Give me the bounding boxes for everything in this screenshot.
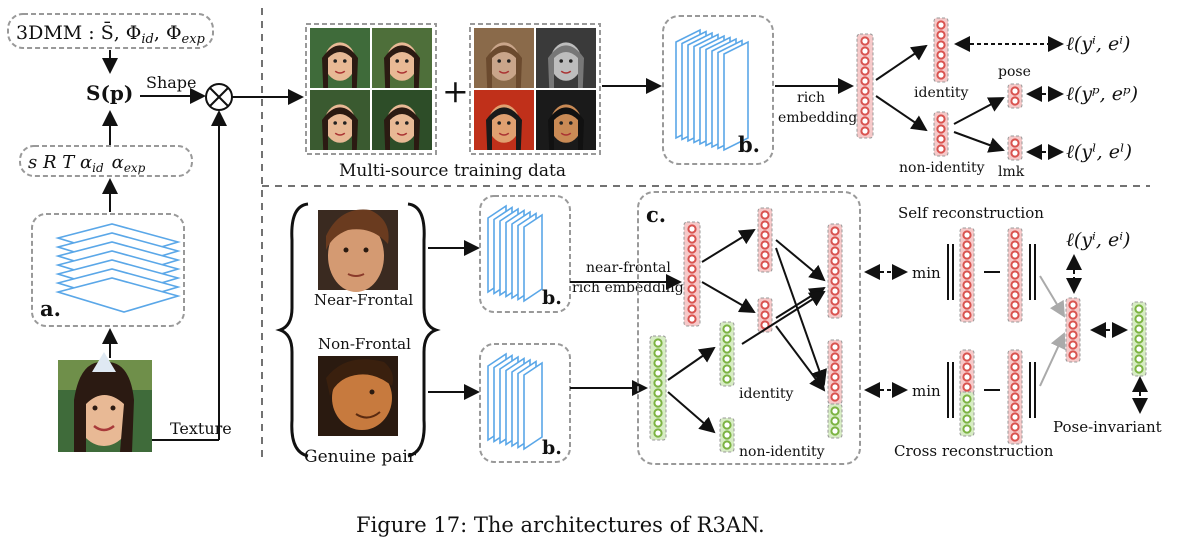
- texture-label: Texture: [170, 419, 232, 438]
- synthesized-face-grid: [310, 28, 432, 150]
- arrow-nonf-to-nonid: [667, 391, 716, 434]
- plus-sign: +: [442, 72, 469, 110]
- arrow-embed-to-nonidentity: [875, 95, 928, 132]
- synth-faces-box: [305, 23, 437, 155]
- figure-caption: Figure 17: The architectures of R3AN.: [356, 513, 765, 537]
- rich-label: rich: [797, 90, 825, 106]
- rich-embedding-label-bottom: rich embedding: [572, 280, 684, 296]
- nonidentity-label-top: non-identity: [899, 160, 985, 176]
- nonidentity-label-bottom: non-identity: [739, 444, 825, 460]
- pose-label: pose: [998, 64, 1031, 80]
- arrow-nonf-to-id: [667, 346, 716, 381]
- identity-label-bottom: identity: [739, 386, 793, 402]
- near-frontal-identity-vector: [757, 207, 773, 273]
- self-norm-vector-b: [1007, 227, 1023, 323]
- near-frontal-label: Near-Frontal: [314, 291, 413, 309]
- combine-operator-icon: [205, 83, 233, 111]
- non-frontal-face-photo: [318, 356, 398, 436]
- near-frontal-nonidentity-vector: [757, 297, 773, 333]
- arrow-greenid-to-self: [741, 290, 826, 345]
- identity-loss-bottom: ℓ(yⁱ, eⁱ): [1066, 229, 1130, 251]
- real-face-grid: [474, 28, 596, 150]
- shape-equation: S(p): [86, 81, 133, 105]
- arrow-nf-to-id: [701, 228, 756, 263]
- real-faces-box: [469, 23, 601, 155]
- near-frontal-embed-label: near-frontal: [586, 260, 671, 276]
- net-b-top-tag: b.: [738, 132, 760, 157]
- lmk-label: lmk: [998, 164, 1025, 180]
- training-data-label: Multi-source training data: [339, 161, 566, 181]
- genuine-pair-label: Genuine pair: [304, 447, 417, 467]
- rich-embedding-vector: [856, 33, 874, 139]
- cross-norm-bars: [947, 362, 1036, 418]
- identity-loss-top: ℓ(yⁱ, eⁱ): [1066, 33, 1130, 55]
- pose-invariant-vector-red: [1065, 297, 1081, 363]
- right-brace: [407, 202, 441, 458]
- left-brace: [275, 202, 309, 458]
- arrow-redid-to-self: [775, 239, 826, 282]
- arrow-self-to-posinv: [1039, 275, 1066, 318]
- net-a-tag: a.: [40, 296, 61, 321]
- non-frontal-nonidentity-vector: [719, 417, 735, 453]
- non-frontal-identity-vector: [719, 321, 735, 387]
- self-norm-vector-a: [959, 227, 975, 323]
- min-label-cross: min: [912, 382, 941, 400]
- non-frontal-label: Non-Frontal: [318, 335, 411, 353]
- shape-label: Shape: [146, 73, 197, 92]
- self-reconstruction-label: Self reconstruction: [898, 204, 1044, 222]
- net-a-box: [31, 213, 185, 327]
- arrow-nonid-to-lmk: [953, 131, 1005, 153]
- 3dmm-box: [7, 13, 214, 49]
- self-norm-bars: [947, 244, 1036, 300]
- net-a-layers: [55, 223, 181, 313]
- net-b-lower-layers: [487, 352, 543, 451]
- near-frontal-embedding-vector: [683, 221, 701, 327]
- cross-norm-vector-a: [959, 349, 975, 437]
- embedding-label: embedding: [778, 110, 857, 126]
- net-b-lower-tag: b.: [542, 437, 562, 459]
- identity-label-top: identity: [914, 85, 968, 101]
- lmk-loss: ℓ(yˡ, eˡ): [1066, 141, 1132, 163]
- net-b-upper-layers: [487, 204, 543, 303]
- cross-reconstruction-output: [827, 339, 843, 439]
- params-box: [19, 145, 193, 177]
- nonidentity-vector-top: [933, 111, 949, 157]
- self-reconstruction-output: [827, 223, 843, 319]
- pose-vector: [1007, 83, 1023, 109]
- cross-norm-vector-b: [1007, 349, 1023, 445]
- pose-invariant-label: Pose-invariant: [1053, 418, 1162, 436]
- arrow-rednonid-to-cross: [775, 325, 826, 392]
- min-label-self: min: [912, 264, 941, 282]
- arrow-nonid-to-pose: [953, 97, 1005, 125]
- input-face-photo: [58, 352, 152, 452]
- net-b-upper-tag: b.: [542, 287, 562, 309]
- net-b-top-box: [662, 15, 774, 165]
- non-frontal-embedding-vector: [649, 335, 667, 441]
- pose-invariant-vector-green: [1131, 301, 1147, 377]
- net-b-top-layers: [675, 28, 749, 152]
- pose-loss: ℓ(yᵖ, eᵖ): [1066, 83, 1138, 105]
- arrow-nf-to-nonid: [701, 281, 756, 313]
- block-c-tag: c.: [646, 202, 666, 227]
- arrow-cross-to-posinv: [1039, 332, 1066, 387]
- 3dmm-equation: 3DMM : S̄, Φid, Φexp: [16, 21, 206, 47]
- cross-reconstruction-label: Cross reconstruction: [894, 442, 1054, 460]
- identity-vector-top: [933, 17, 949, 83]
- net-b-upper-box: [479, 195, 571, 313]
- landmark-vector: [1007, 135, 1023, 161]
- arrow-redid-to-cross: [775, 247, 827, 386]
- arrow-embed-to-identity: [875, 44, 928, 81]
- net-b-lower-box: [479, 343, 571, 463]
- near-frontal-face-photo: [318, 209, 398, 292]
